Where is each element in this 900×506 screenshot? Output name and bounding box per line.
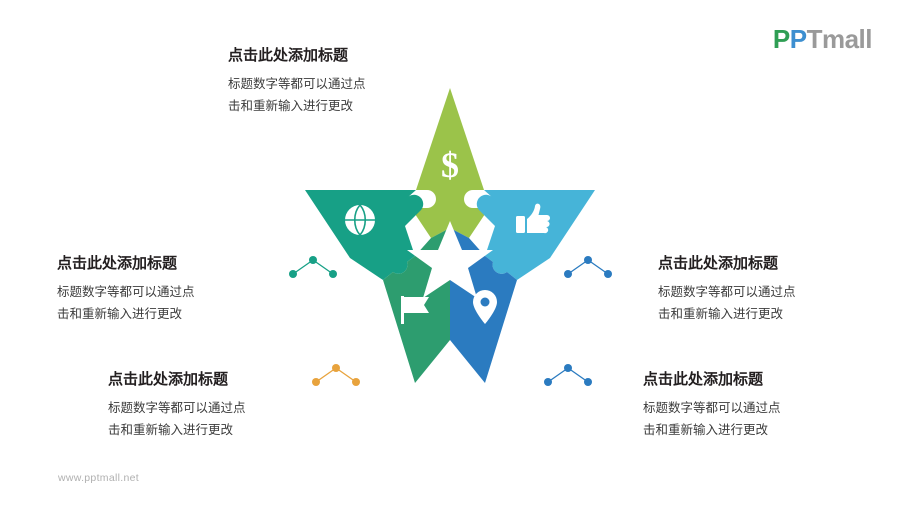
text-block-bottom-right-line2: 击和重新输入进行更改	[643, 422, 769, 437]
text-block-right-line1: 标题数字等都可以通过点	[658, 285, 796, 299]
text-block-left-title: 点击此处添加标题	[57, 255, 178, 272]
pptmall-logo: PPTmall	[772, 24, 873, 54]
text-block-bottom-left-line1: 标题数字等都可以通过点	[108, 401, 246, 415]
connector-bottom-left	[312, 364, 360, 386]
text-block-bottom-right[interactable]: 点击此处添加标题 标题数字等都可以通过点 击和重新输入进行更改	[643, 368, 878, 442]
globe-icon	[345, 204, 375, 237]
text-block-bottom-right-line1: 标题数字等都可以通过点	[643, 401, 781, 415]
dollar-icon: $	[441, 145, 459, 185]
text-block-left-line2: 击和重新输入进行更改	[57, 306, 183, 321]
svg-text:$: $	[441, 145, 459, 185]
text-block-top-title: 点击此处添加标题	[228, 47, 349, 64]
text-block-bottom-left-title: 点击此处添加标题	[108, 371, 229, 388]
star-piece-top[interactable]: $	[411, 88, 489, 238]
logo-letter-p1: P	[772, 24, 790, 54]
flag-icon	[401, 296, 429, 324]
connector-right	[564, 256, 612, 278]
text-block-bottom-left-line2: 击和重新输入进行更改	[108, 422, 234, 437]
star-piece-left[interactable]	[305, 190, 424, 280]
text-block-bottom-left[interactable]: 点击此处添加标题 标题数字等都可以通过点 击和重新输入进行更改	[108, 368, 343, 442]
text-block-right-line2: 击和重新输入进行更改	[658, 306, 784, 321]
connector-bottom-right	[544, 364, 592, 386]
text-block-top[interactable]: 点击此处添加标题 标题数字等都可以通过点 击和重新输入进行更改	[228, 44, 463, 118]
thumbs-up-icon	[516, 203, 550, 234]
text-block-left[interactable]: 点击此处添加标题 标题数字等都可以通过点 击和重新输入进行更改	[57, 252, 292, 326]
text-block-top-line1: 标题数字等都可以通过点	[228, 77, 366, 91]
star-piece-right[interactable]	[476, 190, 595, 280]
star-puzzle-diagram: $	[305, 88, 595, 383]
center-star-highlight	[407, 221, 493, 298]
text-block-left-line1: 标题数字等都可以通过点	[57, 285, 195, 299]
text-block-right[interactable]: 点击此处添加标题 标题数字等都可以通过点 击和重新输入进行更改	[658, 252, 893, 326]
location-pin-icon	[473, 290, 497, 324]
text-block-right-title: 点击此处添加标题	[658, 255, 779, 272]
logo-text-rest: Tmall	[806, 24, 873, 54]
text-block-top-line2: 击和重新输入进行更改	[228, 98, 354, 113]
text-block-bottom-right-title: 点击此处添加标题	[643, 371, 764, 388]
connector-left	[289, 256, 337, 278]
footer-url: www.pptmall.net	[58, 472, 139, 484]
logo-letter-p2: P	[789, 24, 807, 54]
